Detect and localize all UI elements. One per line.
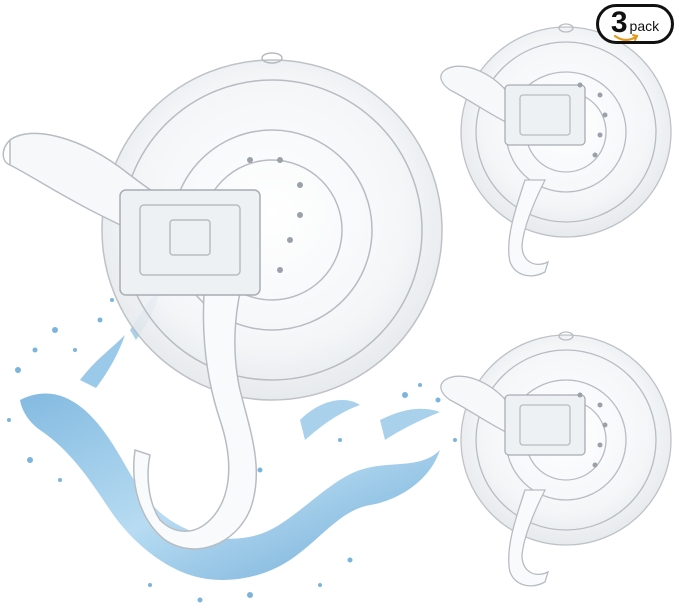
large-suction-hook [2, 52, 443, 550]
small-suction-hook-top [440, 23, 672, 277]
smile-arrow-icon [613, 34, 639, 42]
pack-count-badge: 3 pack [596, 4, 674, 44]
small-suction-hook-bottom [440, 331, 672, 587]
pack-count-number: 3 [610, 6, 628, 39]
water-splash [7, 277, 457, 603]
pack-count-label: pack [629, 18, 660, 34]
